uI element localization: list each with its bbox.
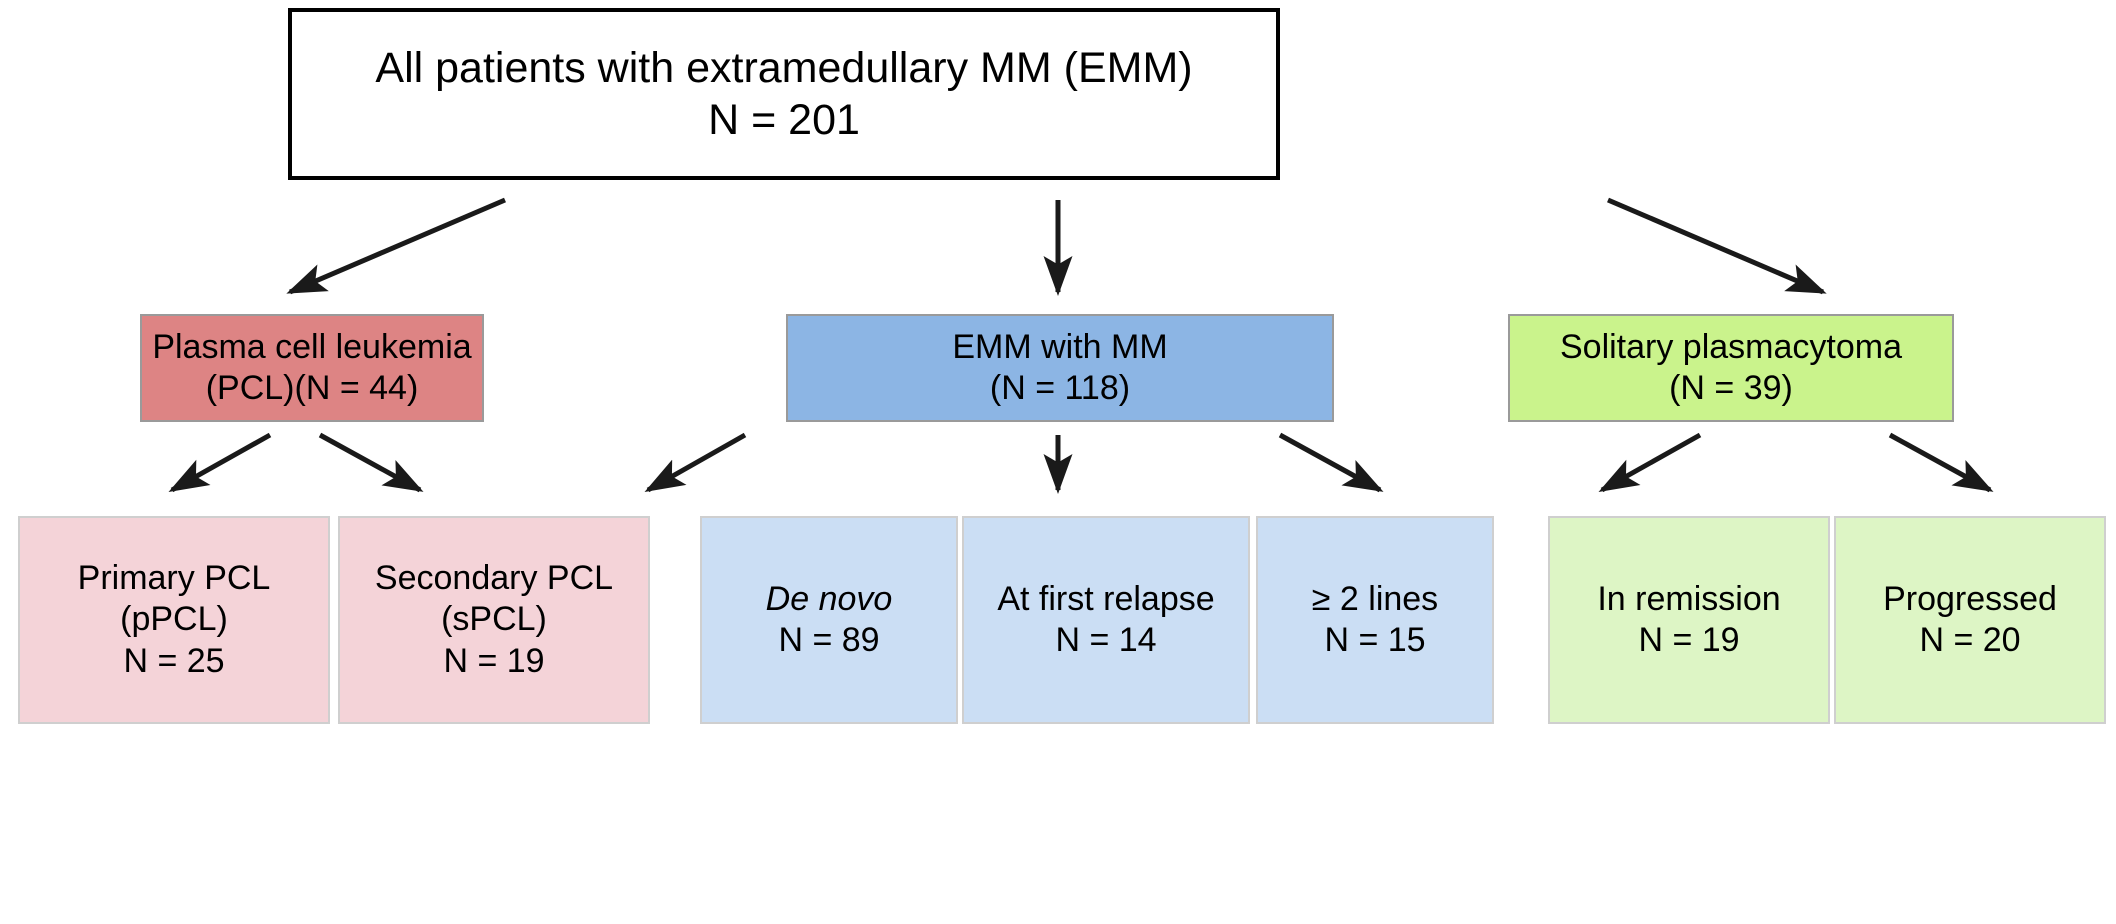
node-primary-pcl-line2: (pPCL) <box>120 600 228 639</box>
arrow-plasmacytoma-to-progressed <box>1888 432 1994 493</box>
node-secondary-pcl-line1: Secondary PCL <box>374 558 614 597</box>
arrow-plasmacytoma-to-remission <box>1598 432 1702 493</box>
node-progressed-line2: N = 20 <box>1919 621 2021 659</box>
node-solitary-plasmacytoma-line2: (N = 39) <box>1669 369 1793 407</box>
node-progressed[interactable]: Progressed N = 20 <box>1834 516 2106 724</box>
node-all-patients-line1: All patients with extramedullary MM (EMM… <box>375 43 1193 92</box>
arrow-emm-to-two-lines <box>1278 432 1384 493</box>
arrow-root-to-plasmacytoma <box>1607 197 1827 295</box>
node-progressed-line1: Progressed <box>1883 579 2057 618</box>
node-two-or-more-lines-line2: N = 15 <box>1324 621 1426 659</box>
node-solitary-plasmacytoma[interactable]: Solitary plasmacytoma (N = 39) <box>1508 314 1954 422</box>
node-solitary-plasmacytoma-line1: Solitary plasmacytoma <box>1559 327 1902 366</box>
node-two-or-more-lines[interactable]: ≥ 2 lines N = 15 <box>1256 516 1494 724</box>
node-in-remission[interactable]: In remission N = 19 <box>1548 516 1830 724</box>
node-emm-with-mm-line1: EMM with MM <box>952 327 1168 366</box>
node-pcl-line1: Plasma cell leukemia <box>152 327 472 366</box>
node-two-or-more-lines-line1: ≥ 2 lines <box>1311 579 1439 618</box>
arrow-pcl-to-primary <box>168 432 272 493</box>
node-secondary-pcl[interactable]: Secondary PCL (sPCL) N = 19 <box>338 516 650 724</box>
node-secondary-pcl-line3: N = 19 <box>443 641 545 680</box>
node-in-remission-line1: In remission <box>1597 579 1781 618</box>
node-de-novo-line2: N = 89 <box>778 621 880 659</box>
arrow-pcl-to-secondary <box>318 432 424 493</box>
node-all-patients-line2: N = 201 <box>708 96 860 144</box>
node-at-first-relapse[interactable]: At first relapse N = 14 <box>962 516 1250 724</box>
node-pcl[interactable]: Plasma cell leukemia (PCL)(N = 44) <box>140 314 484 422</box>
node-at-first-relapse-line2: N = 14 <box>1055 621 1157 659</box>
arrow-emm-to-de-novo <box>644 432 747 493</box>
node-secondary-pcl-line2: (sPCL) <box>441 600 547 639</box>
node-primary-pcl-line1: Primary PCL <box>77 558 271 597</box>
node-emm-with-mm[interactable]: EMM with MM (N = 118) <box>786 314 1334 422</box>
node-all-patients[interactable]: All patients with extramedullary MM (EMM… <box>288 8 1280 180</box>
node-emm-with-mm-line2: (N = 118) <box>989 369 1131 407</box>
node-de-novo-line1: De novo <box>765 579 893 618</box>
node-de-novo[interactable]: De novo N = 89 <box>700 516 958 724</box>
node-pcl-line2: (PCL)(N = 44) <box>205 369 419 407</box>
arrow-root-to-pcl <box>286 197 506 295</box>
node-primary-pcl[interactable]: Primary PCL (pPCL) N = 25 <box>18 516 330 724</box>
node-primary-pcl-line3: N = 25 <box>123 641 225 680</box>
node-in-remission-line2: N = 19 <box>1638 621 1740 659</box>
node-at-first-relapse-line1: At first relapse <box>997 579 1215 618</box>
